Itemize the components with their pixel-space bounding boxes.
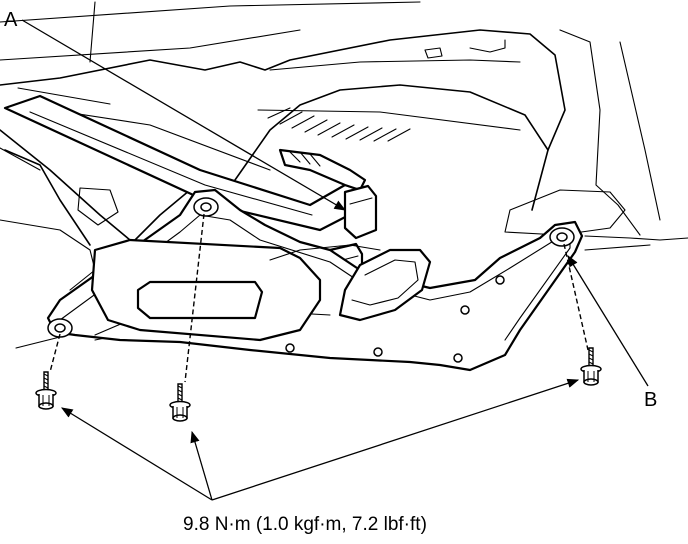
bolt-icon [580,347,602,386]
callout-b-label: B [644,389,657,411]
callout-a-label: A [4,9,18,31]
torque-spec-leaders [61,378,580,501]
bolt-icon [35,371,57,410]
wiper-motor-bracket [46,188,584,372]
callout-b: B [567,255,657,411]
bolt-icon [169,383,191,422]
linkage-arm [3,94,367,232]
torque-spec-label: 9.8 N·m (1.0 kgf·m, 7.2 lbf·ft) [183,514,427,535]
callout-a: A [4,9,347,211]
